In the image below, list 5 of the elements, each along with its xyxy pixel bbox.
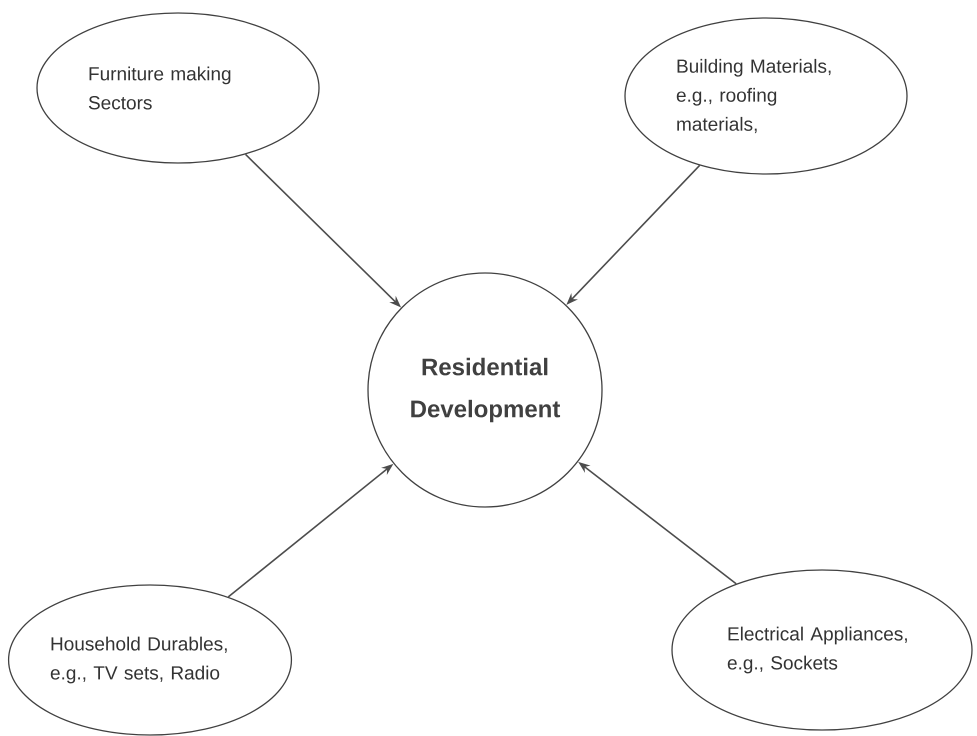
ellipse-node: Household Durables, e.g., TV sets, Radio [8, 584, 292, 736]
ellipse-node: Building Materials, e.g., roofing materials, [624, 17, 908, 175]
ellipse-node: Furniture making Sectors [36, 12, 320, 164]
ellipse-node: Electrical Appliances, e.g., Sockets [671, 569, 973, 731]
circle-node: Residential Development [367, 272, 603, 508]
